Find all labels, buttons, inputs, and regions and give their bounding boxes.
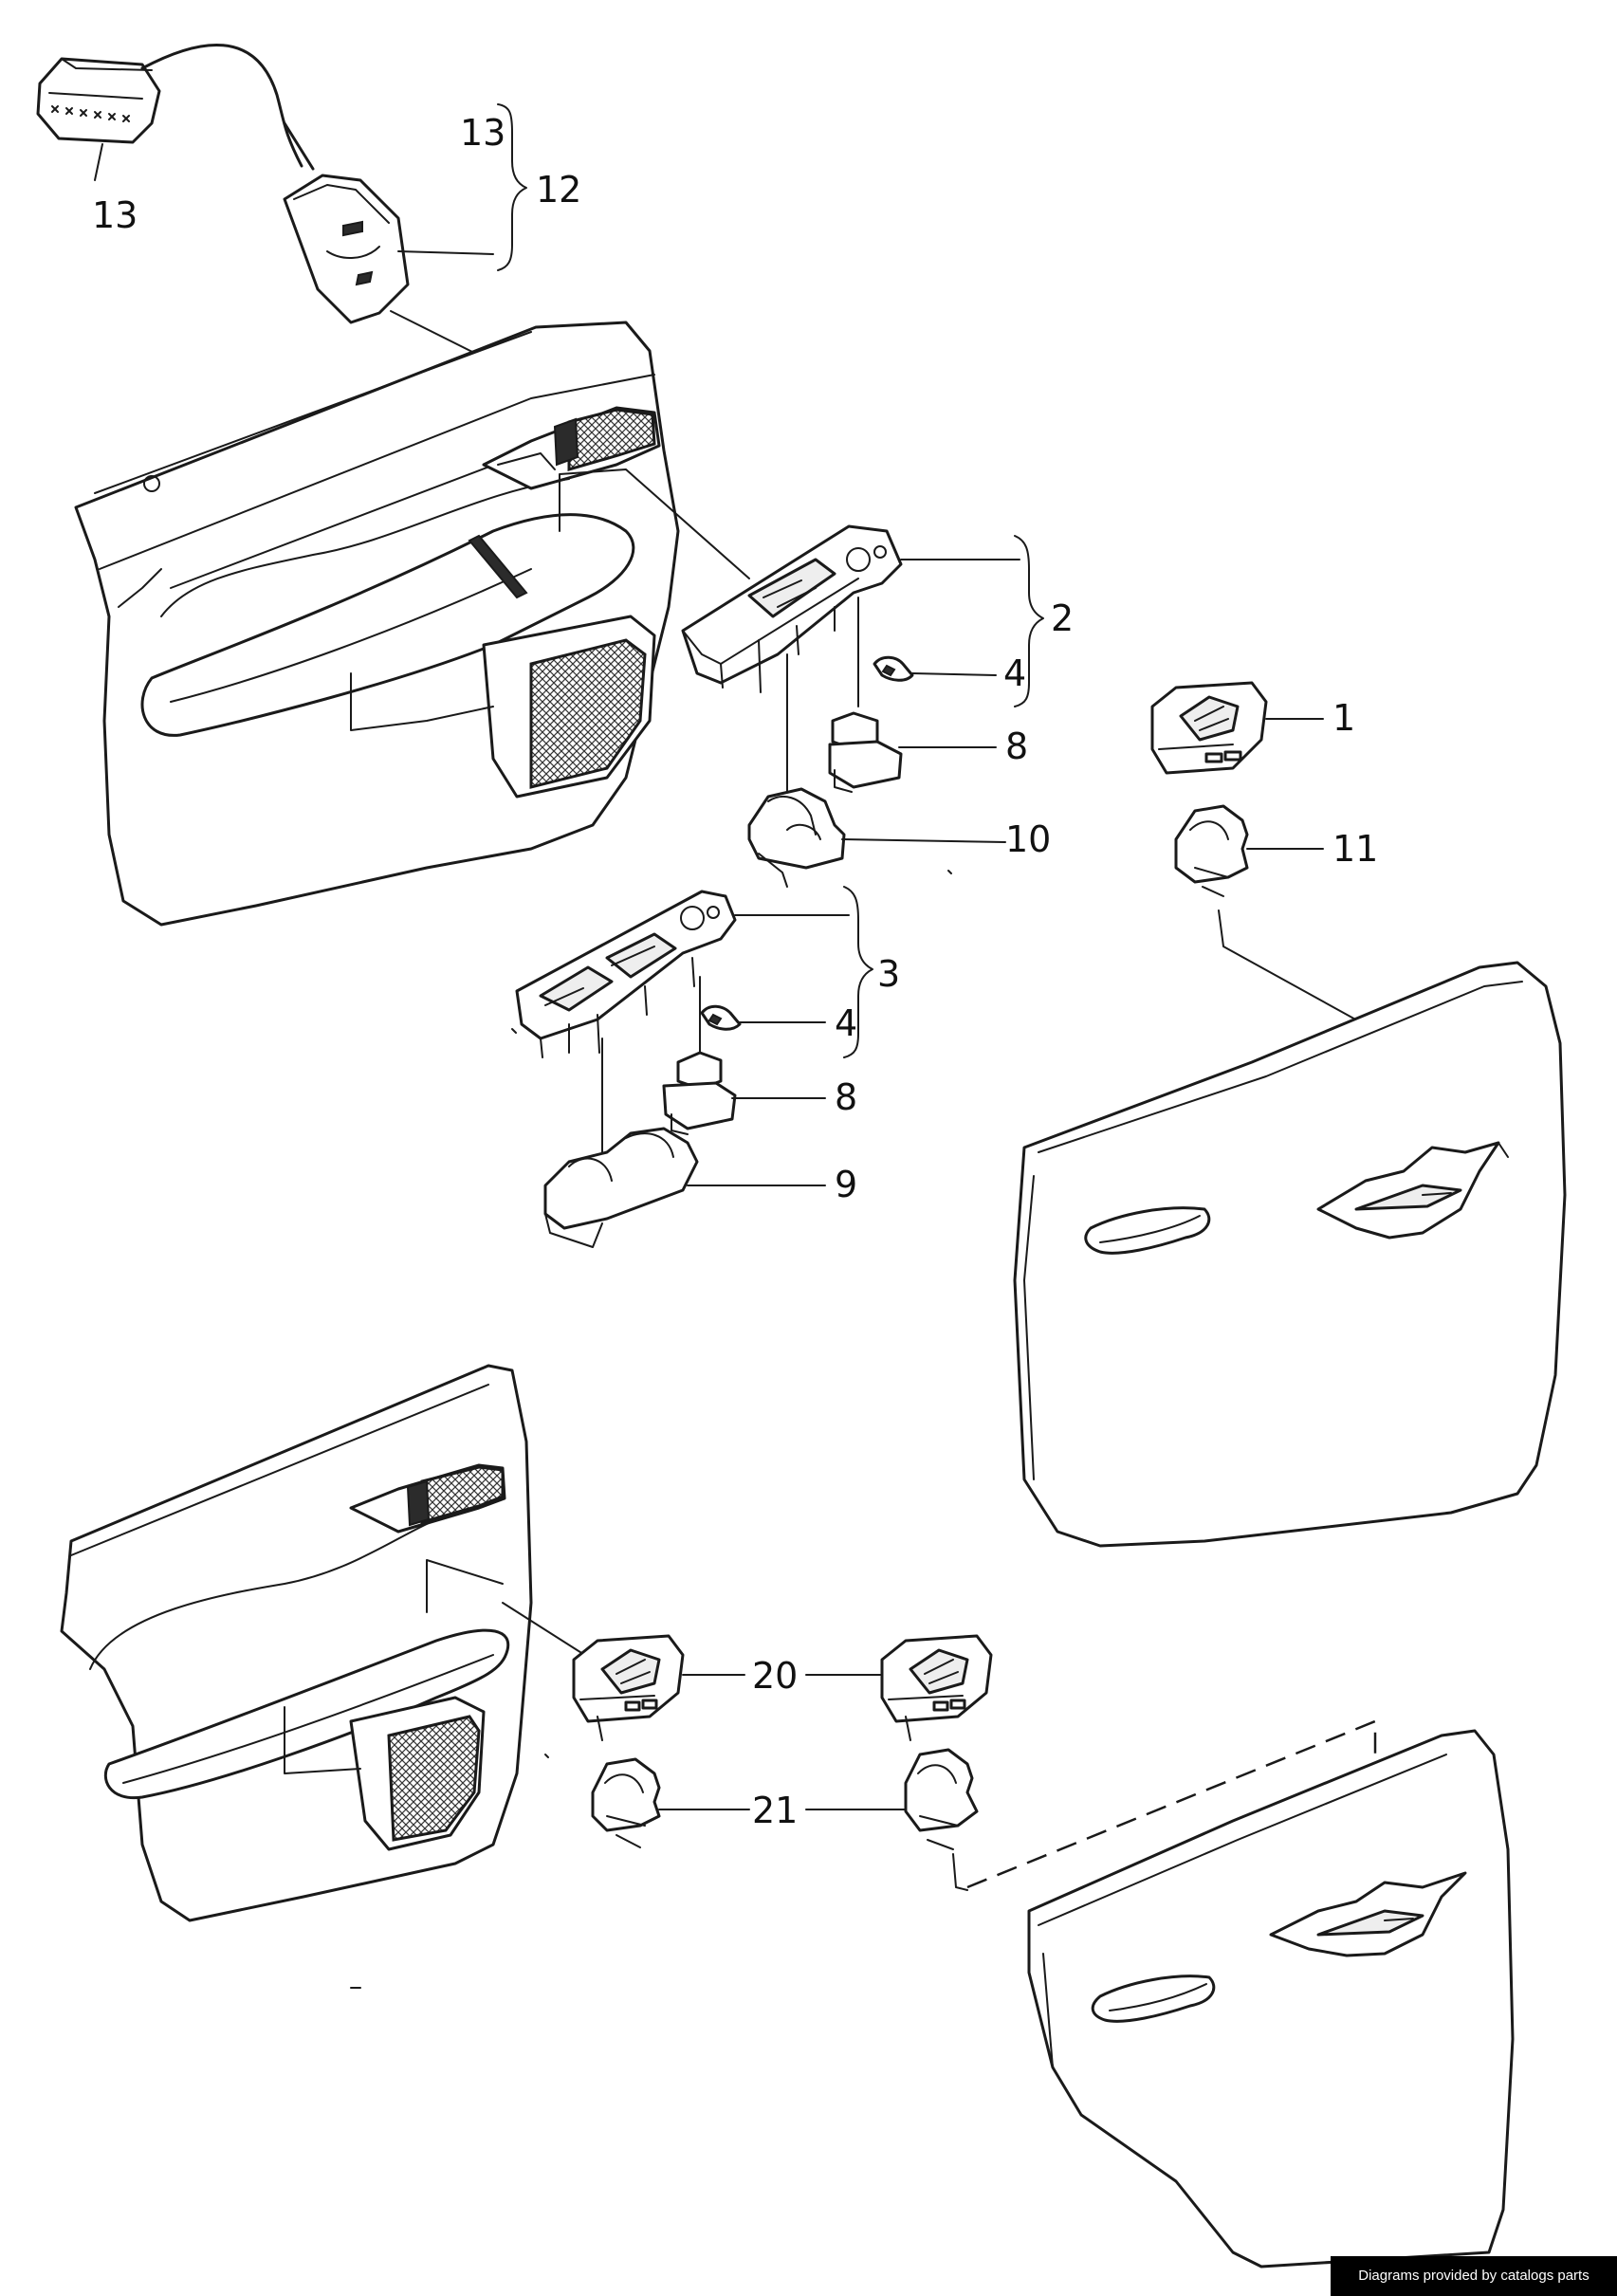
callout-13-top: 13 [460, 112, 505, 154]
credit-footer: Diagrams provided by catalogs parts [1331, 2256, 1617, 2296]
brace-2 [900, 535, 1044, 707]
rear-door-trim-panel [60, 1364, 533, 1922]
front-door-trim-panel [74, 321, 680, 927]
brace-3 [734, 886, 873, 1058]
callout-11: 11 [1332, 828, 1378, 870]
callout-2: 2 [1051, 597, 1074, 639]
callout-1: 1 [1332, 697, 1355, 739]
rocker-part-21-left [591, 1757, 750, 1848]
switch-part-1 [1150, 681, 1324, 775]
callout-3: 3 [877, 953, 900, 995]
rocker-part-9 [543, 1127, 826, 1248]
stray-mark [544, 1754, 549, 1758]
rear-door-outer [1027, 1729, 1515, 2268]
leader-door-to-2 [559, 468, 750, 579]
rocker-part-11 [1174, 804, 1442, 1068]
callout-8-upper: 8 [1005, 726, 1028, 767]
front-door-outer [1013, 961, 1567, 1548]
rocker-part-21-right [805, 1748, 979, 1891]
actuator-part-8-upper [828, 711, 997, 793]
switch-unit-part-3 [515, 890, 737, 1158]
switch-part-20-left [572, 1634, 745, 1741]
clip-part-4-upper [873, 655, 997, 682]
callout-12: 12 [536, 169, 581, 211]
callout-13-bottom: 13 [92, 194, 138, 236]
callout-10: 10 [1005, 818, 1051, 860]
connector-part-13 [36, 57, 161, 181]
stray-mark [511, 1028, 517, 1034]
stray-mark [947, 870, 952, 874]
callout-20: 20 [752, 1655, 798, 1697]
switch-part-20-right [805, 1634, 993, 1741]
callout-8-lower: 8 [835, 1076, 857, 1118]
cable-part-12 [140, 43, 494, 354]
bracket-12 [497, 103, 527, 271]
switch-unit-part-2 [681, 524, 903, 798]
rocker-part-10 [747, 787, 1006, 888]
actuator-part-8-lower [662, 1051, 826, 1135]
clip-part-4-lower [700, 1004, 826, 1031]
callout-4-lower: 4 [835, 1002, 857, 1044]
callout-21: 21 [752, 1790, 798, 1831]
callout-4-upper: 4 [1003, 652, 1026, 694]
callout-9: 9 [835, 1164, 857, 1205]
